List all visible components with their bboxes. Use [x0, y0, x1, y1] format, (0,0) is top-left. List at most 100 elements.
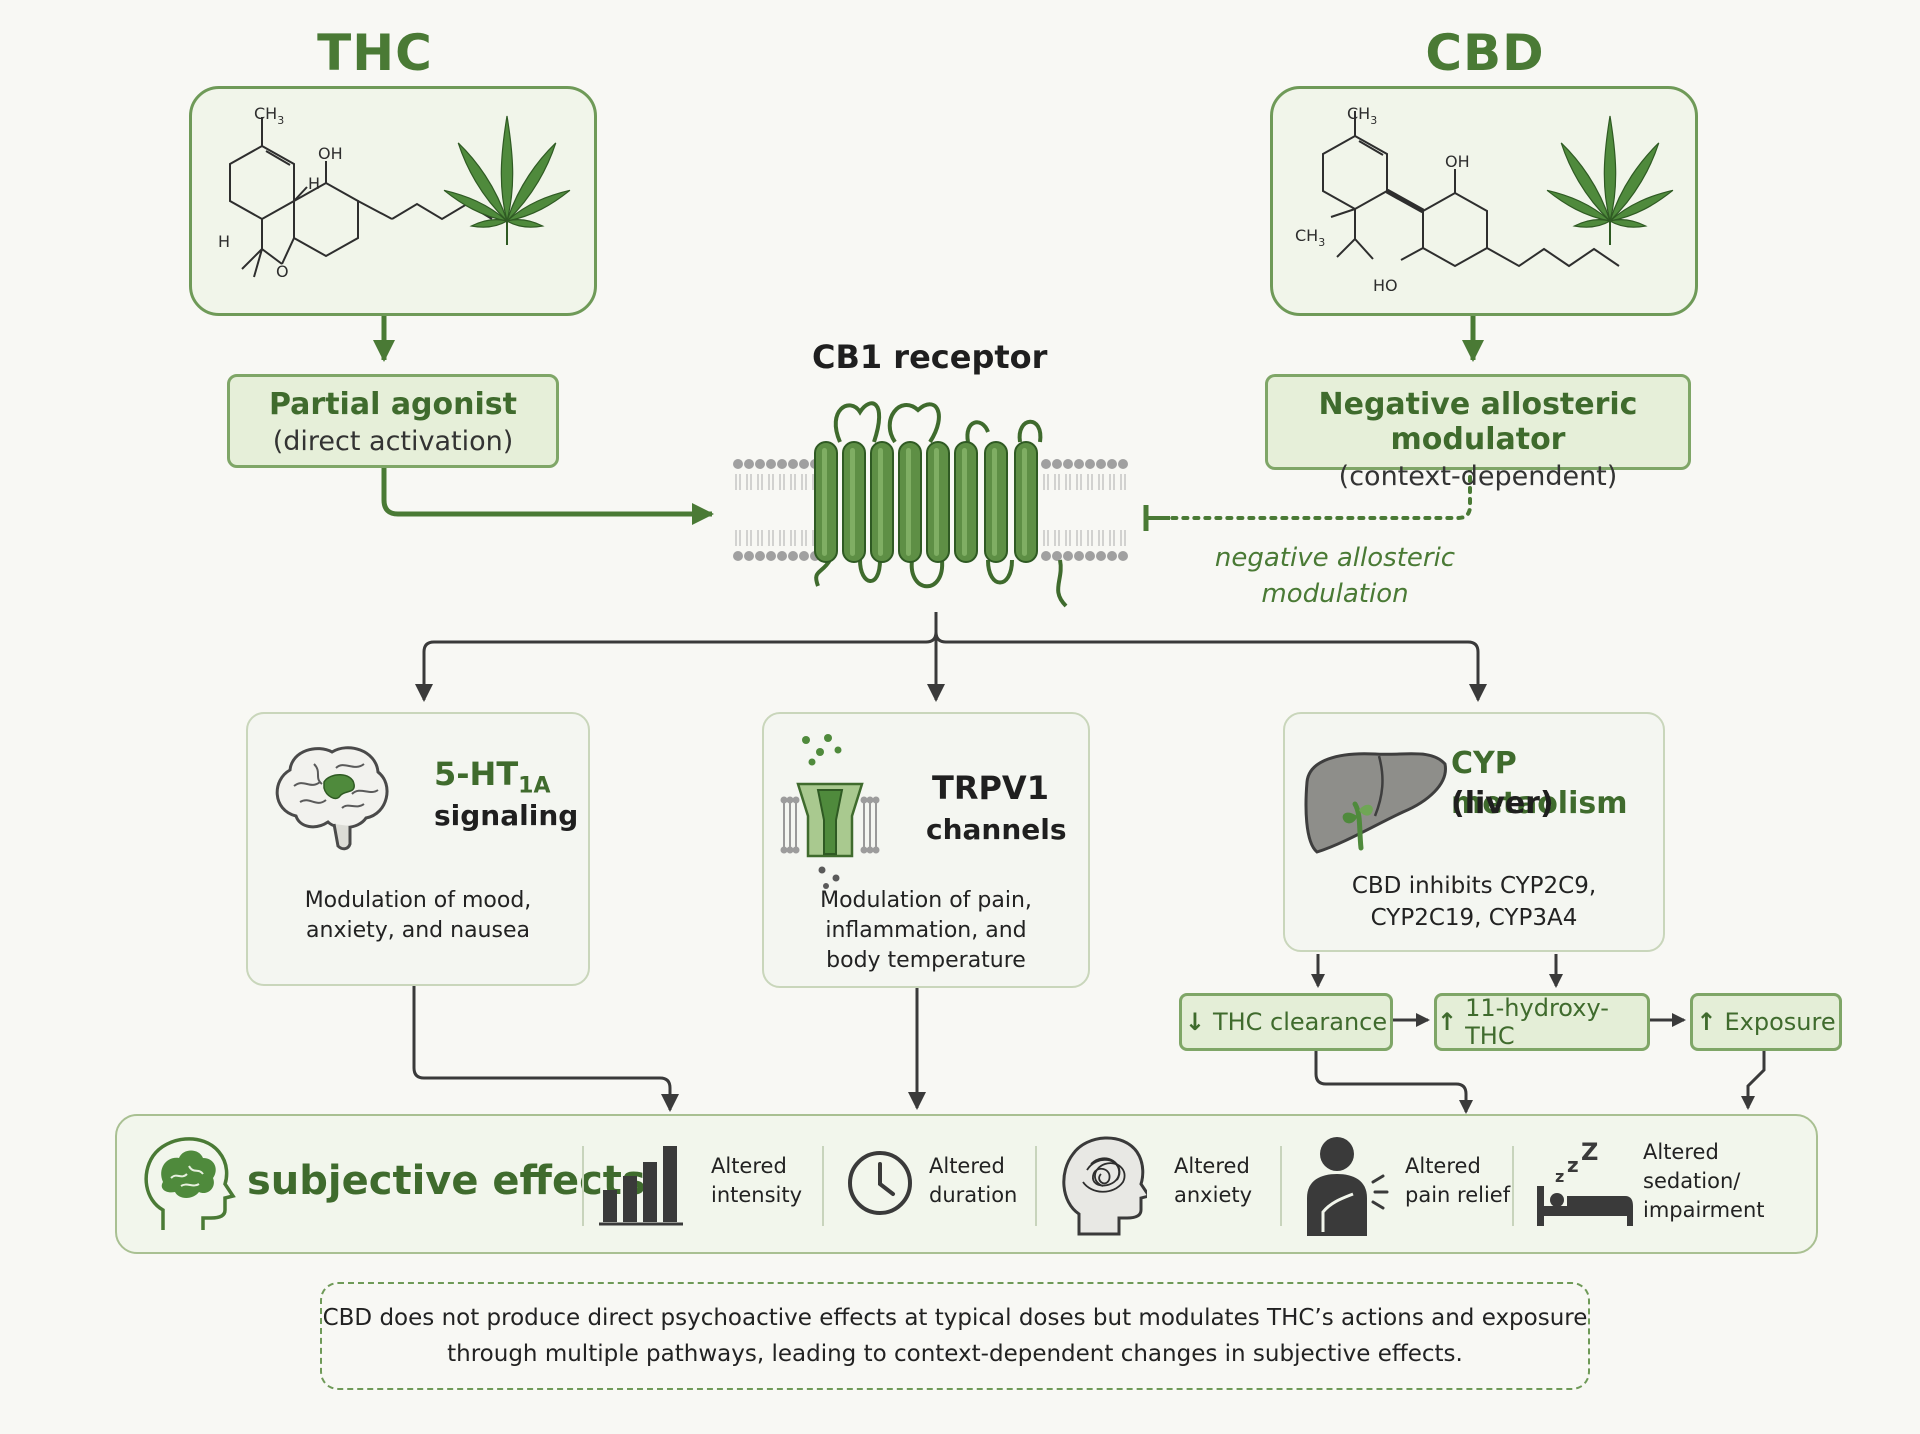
pathway-cyp-desc-line1: CBD inhibits CYP2C9,	[1351, 873, 1597, 899]
thc-molecule-diagram: CH3 OH H H O	[218, 104, 571, 281]
pathway-5ht1a-title-main: 5-HT	[434, 755, 519, 793]
pathway-trpv1-desc-line1: Modulation of pain,	[820, 888, 1032, 913]
modulation-label-line1: negative allosteric	[1214, 543, 1456, 573]
pathway-5ht1a-title-sub: 1A	[518, 773, 551, 799]
down-arrow-icon: ↓	[1184, 1008, 1205, 1036]
effects-divider	[1035, 1146, 1037, 1226]
receptor-branch-arrows	[415, 612, 1487, 702]
effects-divider	[1512, 1146, 1514, 1226]
effects-divider	[822, 1146, 824, 1226]
anxious-head-icon	[1062, 1136, 1147, 1236]
transmembrane-helices	[814, 441, 1038, 563]
effects-divider	[582, 1146, 584, 1226]
effect-pain-relief-line1: Altered	[1405, 1154, 1481, 1178]
cbd-ch3-top-label: CH	[1347, 104, 1370, 123]
cbd-oh-label: OH	[1445, 152, 1470, 171]
effect-sedation-line3: impairment	[1643, 1198, 1765, 1222]
bar-chart-icon	[599, 1146, 683, 1226]
pathway-trpv1-description: Modulation of pain, inflammation, and bo…	[770, 886, 1082, 976]
effect-intensity-line2: intensity	[711, 1183, 803, 1207]
svg-text:CH3: CH3	[254, 104, 284, 127]
thc-h-label-1: H	[308, 174, 320, 193]
cbd-ch3-top-subscript: 3	[1370, 114, 1377, 127]
pathway-5ht1a-description: Modulation of mood, anxiety, and nausea	[258, 886, 578, 946]
thc-clearance-box: ↓ THC clearance	[1179, 993, 1393, 1051]
pathway-trpv1-desc-line2: inflammation, and	[825, 918, 1027, 943]
pathway-trpv1-title: TRPV1	[932, 769, 1049, 807]
agonist-to-receptor-arrow	[381, 466, 714, 525]
up-arrow-icon: ↑	[1696, 1008, 1717, 1036]
head-brain-icon	[144, 1137, 236, 1230]
cbd-cannabis-leaf-icon	[1546, 115, 1674, 245]
ion-channel-icon	[780, 734, 880, 889]
effect-sedation-label: Altered sedation/ impairment	[1643, 1138, 1765, 1225]
receptor-loops	[814, 401, 1068, 608]
cbd-ch3-left-label: CH	[1295, 226, 1318, 245]
exposure-box: ↑ Exposure	[1690, 993, 1842, 1051]
effect-anxiety-label: Altered anxiety	[1174, 1152, 1252, 1210]
effects-divider	[1280, 1146, 1282, 1226]
nam-box: Negative allosteric modulator (context-d…	[1265, 374, 1691, 492]
clock-icon	[848, 1151, 912, 1215]
effect-anxiety-line2: anxiety	[1174, 1183, 1253, 1207]
hydroxy-thc-label: 11-hydroxy-THC	[1465, 994, 1609, 1050]
cb1-receptor-membrane-graphic	[733, 401, 1128, 608]
partial-agonist-title: Partial agonist	[269, 387, 517, 422]
subjective-effects-title: subjective effects	[247, 1158, 646, 1204]
pathway-5ht1a-box: 5-HT1A signaling Modulation of mood, anx…	[246, 712, 590, 986]
pathway-to-effects-arrows	[412, 954, 1766, 1114]
cbd-molecule-diagram: CH3 OH CH3 HO	[1295, 104, 1674, 295]
svg-text:z: z	[1567, 1153, 1579, 1177]
pathway-cyp-desc-line2: CYP2C19, CYP3A4	[1370, 905, 1578, 931]
thc-ch3-subscript: 3	[277, 114, 284, 127]
thc-clearance-label: THC clearance	[1212, 1008, 1388, 1036]
nam-title: Negative allosteric modulator	[1318, 387, 1638, 457]
effect-duration-label: Altered duration	[929, 1152, 1017, 1210]
pathway-5ht1a-desc-line2: anxiety, and nausea	[306, 918, 530, 943]
modulation-label-line2: modulation	[1261, 579, 1409, 609]
thc-o-label: O	[276, 262, 289, 281]
brain-icon	[275, 746, 389, 851]
pathway-cyp-title-line2: (liver)	[1451, 786, 1554, 821]
modulation-label: negative allosteric modulation	[1210, 540, 1460, 612]
effect-pain-relief-label: Altered pain relief	[1405, 1152, 1510, 1210]
pathway-cyp-title: CYP metaolism	[1451, 746, 1628, 821]
effect-sedation-line2: sedation/	[1643, 1169, 1741, 1193]
pathway-5ht1a-title: 5-HT1A	[434, 754, 551, 806]
subjective-effects-bar: subjective effects Altered intensity Alt…	[115, 1114, 1818, 1254]
partial-agonist-box: Partial agonist (direct activation)	[227, 374, 559, 468]
svg-text:z: z	[1555, 1167, 1564, 1186]
svg-text:Z: Z	[1581, 1142, 1598, 1166]
thc-ch3-label: CH	[254, 104, 277, 123]
thc-h-label-2: H	[218, 232, 230, 251]
summary-note-line1: CBD does not produce direct psychoactive…	[322, 1305, 1588, 1331]
summary-note-line2: through multiple pathways, leading to co…	[447, 1341, 1463, 1367]
pathway-5ht1a-desc-line1: Modulation of mood,	[304, 888, 532, 913]
liver-icon	[1304, 752, 1447, 854]
pathway-5ht1a-title-line2: signaling	[434, 799, 579, 832]
effect-sedation-line1: Altered	[1643, 1140, 1719, 1164]
partial-agonist-subtitle: (direct activation)	[272, 426, 514, 457]
pathway-trpv1-box: TRPV1 channels Modulation of pain, infla…	[762, 712, 1090, 988]
thc-cannabis-leaf-icon	[443, 115, 571, 245]
thc-structure-panel: CH3 OH H H O	[189, 86, 597, 316]
effect-duration-line2: duration	[929, 1183, 1018, 1207]
pathway-trpv1-title-line2: channels	[926, 813, 1067, 846]
exposure-label: Exposure	[1724, 1008, 1836, 1036]
thc-oh-label: OH	[318, 144, 343, 163]
cbd-title: CBD	[1425, 24, 1545, 82]
effect-intensity-line1: Altered	[711, 1154, 787, 1178]
nam-subtitle: (context-dependent)	[1338, 461, 1618, 492]
cb1-receptor-title: CB1 receptor	[812, 338, 1048, 376]
effect-anxiety-line1: Altered	[1174, 1154, 1250, 1178]
summary-note: CBD does not produce direct psychoactive…	[320, 1282, 1590, 1390]
cbd-ho-label: HO	[1373, 276, 1398, 295]
up-arrow-icon: ↑	[1437, 1008, 1458, 1036]
nam-inhibit-connector	[1143, 464, 1472, 531]
thc-title: THC	[317, 24, 433, 82]
pathway-trpv1-desc-line3: body temperature	[826, 948, 1026, 973]
effect-duration-line1: Altered	[929, 1154, 1005, 1178]
svg-text:CH3: CH3	[1347, 104, 1377, 127]
effect-pain-relief-line2: pain relief	[1405, 1183, 1511, 1207]
